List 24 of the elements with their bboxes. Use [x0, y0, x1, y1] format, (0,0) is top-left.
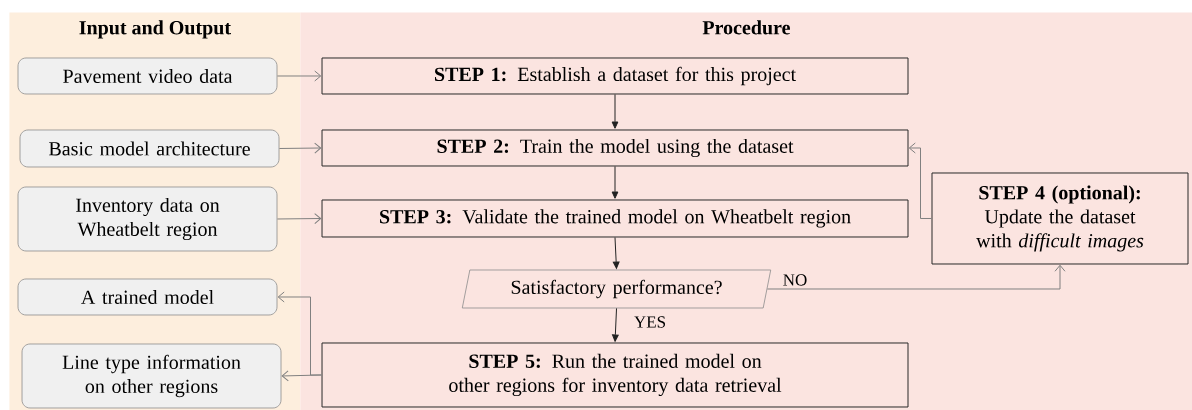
- arrow: [611, 166, 619, 199]
- arrow: [908, 142, 932, 219]
- data-box: Pavement video data: [17, 57, 278, 95]
- edge-label: YES: [631, 314, 669, 330]
- arrow: [277, 291, 322, 376]
- process-box: STEP 4 (optional): Update the dataset with difficult images: [931, 172, 1189, 265]
- arrow: [278, 142, 322, 154]
- data-box: A trained model: [17, 278, 278, 316]
- arrow: [766, 264, 1066, 290]
- process-box: STEP 5: Run the trained model on other regions for inventory data retrieval: [321, 342, 909, 408]
- decision-box: Satisfactory performance?: [461, 269, 772, 309]
- arrow: [276, 70, 322, 82]
- process-box: STEP 3: Validate the trained model on Wheatbelt region: [321, 199, 909, 238]
- arrow: [281, 370, 322, 382]
- arrow: [276, 213, 322, 225]
- data-box: Line type information on other regions: [21, 343, 282, 409]
- arrow: [612, 307, 619, 342]
- data-box: Basic model architecture: [19, 129, 280, 168]
- edge-label: NO: [780, 272, 810, 288]
- process-box: STEP 1: Establish a dataset for this project: [321, 57, 909, 95]
- arrow: [611, 94, 619, 129]
- arrow: [612, 237, 620, 269]
- data-box: Inventory data on Wheatbelt region: [17, 186, 278, 252]
- process-box: STEP 2: Train the model using the dataset: [321, 129, 909, 167]
